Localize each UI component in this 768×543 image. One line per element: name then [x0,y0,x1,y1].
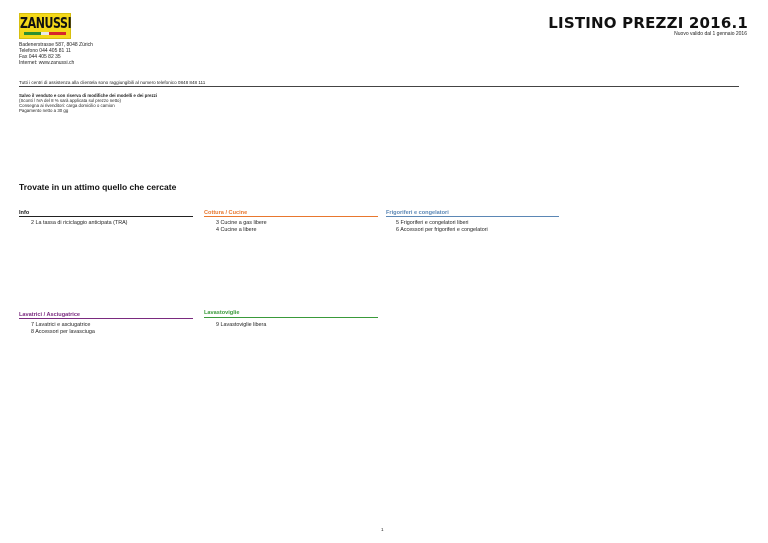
toc-item[interactable]: 6 Accessori per frigoriferi e congelator… [396,227,488,234]
address-internet: Internet: www.zanussi.ch [19,60,75,66]
logo-stripe [24,32,33,35]
address-fax: Fax 044 405 82 35 [19,54,61,60]
toc-label: Frigoriferi e congelatori liberi [400,220,469,226]
category-rule-info [19,216,193,217]
toc-label: La tassa di riciclaggio anticipata (TRA) [35,220,128,226]
category-title-lavastoviglie: Lavastoviglie [204,310,240,316]
logo-stripe [57,32,67,35]
logo-stripe [40,32,50,35]
logo-stripe [49,32,58,35]
page-number: 1 [381,527,384,532]
toc-page-number: 3 [216,220,219,226]
terms-line: Consegna ai rivenditori: carga domicilio… [19,103,115,108]
toc-label: Lavatrici e asciugatrice [35,322,91,328]
validity-note: Nuovo valido dal 1 gennaio 2016 [674,31,747,37]
logo-text: ZANUSSI [20,14,72,33]
toc-page-number: 7 [31,322,34,328]
page-title: LISTINO PREZZI 2016.1 [548,14,748,32]
category-rule-lavatrici [19,318,193,319]
category-rule-frigoriferi [386,216,559,217]
toc-page-number: 8 [31,328,34,335]
toc-page-number: 9 [216,322,219,328]
toc-label: Lavastoviglie libera [220,322,267,328]
zanussi-logo: ZANUSSI [19,13,72,39]
toc-page-number: 2 [31,220,34,226]
toc-item[interactable]: 3 Cucine a gas libere [216,220,267,227]
category-list-lavatrici: 7 Lavatrici e asciugatrice 8 Accessori p… [31,322,95,336]
toc-item[interactable]: 4 Cucine a libere [216,227,267,234]
toc-item[interactable]: 5 Frigoriferi e congelatori liberi [396,220,488,227]
toc-label: Accessori per frigoriferi e congelatori [400,226,488,233]
terms-block: Salvo il venduto e con riserva di modifi… [19,93,157,113]
service-note: Tutti i centri di assistenza alla client… [19,80,206,85]
toc-page-number: 5 [396,220,399,226]
category-list-cottura: 3 Cucine a gas libere 4 Cucine a libere [216,220,267,234]
toc-page-number: 4 [216,226,219,233]
toc-item[interactable]: 9 Lavastoviglie libera [216,322,266,329]
toc-label: Cucine a gas libere [220,220,267,226]
terms-line: Pagamento netto a 30 gg [19,108,69,113]
logo-stripes [24,32,67,35]
category-title-cottura: Cottura / Cucine [204,210,248,216]
category-rule-cottura [204,216,378,217]
toc-label: Cucine a libere [220,226,257,233]
toc-page-number: 6 [396,226,399,233]
address-street: Badenerstrasse 587, 8048 Zürich [19,42,93,48]
category-title-info: Info [19,210,30,216]
category-title-frigoriferi: Frigoriferi e congelatori [386,210,449,216]
toc-item[interactable]: 7 Lavatrici e asciugatrice [31,322,95,329]
header-divider [19,86,739,87]
category-list-frigoriferi: 5 Frigoriferi e congelatori liberi 6 Acc… [396,220,488,234]
category-rule-lavastoviglie [204,317,378,318]
toc-item[interactable]: 8 Accessori per lavasciuga [31,329,95,336]
terms-line: (Sconti / IVA del 8 % sarà applicata sul… [19,98,121,103]
terms-heading: Salvo il venduto e con riserva di modifi… [19,93,158,98]
company-address: Badenerstrasse 587, 8048 Zürich Telefono… [19,42,93,66]
category-list-lavastoviglie: 9 Lavastoviglie libera [216,322,266,329]
category-list-info: 2 La tassa di riciclaggio anticipata (TR… [31,220,127,227]
section-heading: Trovate in un attimo quello che cercate [19,182,177,192]
toc-item[interactable]: 2 La tassa di riciclaggio anticipata (TR… [31,220,127,227]
logo-stripe [32,32,41,35]
category-title-lavatrici: Lavatrici / Asciugatrice [19,312,81,318]
address-phone: Telefono 044 405 81 11 [19,48,71,54]
toc-label: Accessori per lavasciuga [35,328,95,335]
